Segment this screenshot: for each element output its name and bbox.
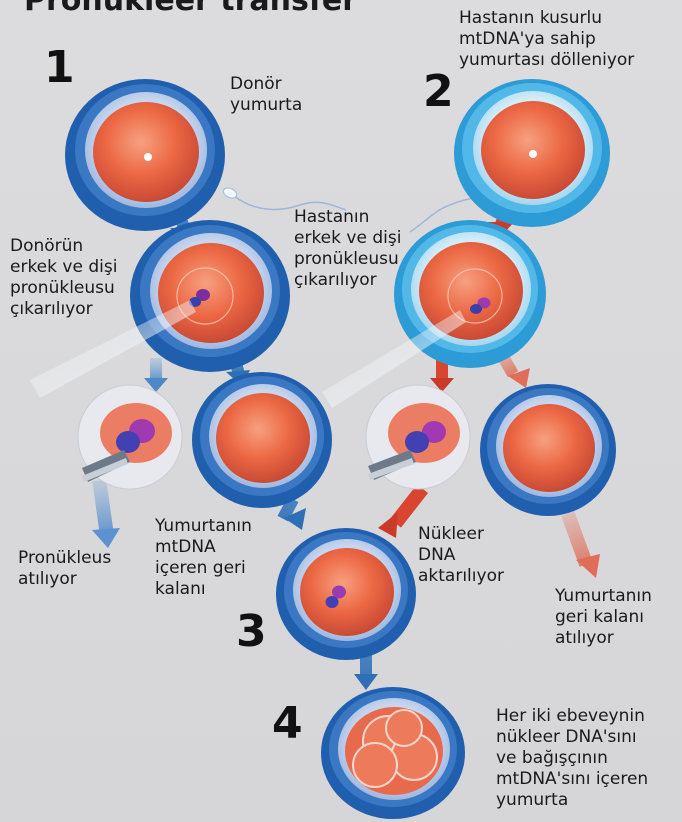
- arrow-donor-pronucleus-down: [144, 358, 168, 392]
- label-donor-pronuclei-removed: Donörün erkek ve dişi pronükleusu çıkarı…: [10, 236, 117, 320]
- final-embryo: [321, 687, 465, 819]
- step-2-number: 2: [423, 70, 454, 114]
- label-final-egg: Her iki ebeveynin nükleer DNA'sını ve ba…: [496, 706, 648, 811]
- label-donor-egg: Donör yumurta: [230, 74, 302, 116]
- donor-egg-remainder: [192, 372, 332, 508]
- label-egg-remainder-discarded: Yumurtanın geri kalanı atılıyor: [555, 586, 652, 649]
- diagram-title: Pronükleer transfer: [24, 0, 357, 16]
- label-egg-remainder-mtdna: Yumurtanın mtDNA içeren geri kalanı: [155, 516, 252, 600]
- arrow-remainder-discarded: [561, 511, 600, 578]
- arrow-pronucleus-discarded: [92, 479, 120, 548]
- step-3-number: 3: [236, 610, 267, 654]
- label-patient-egg: Hastanın kusurlu mtDNA'ya sahip yumurtas…: [459, 8, 634, 71]
- patient-egg-remainder: [480, 384, 616, 516]
- donor-pronucleus-magnified: [78, 385, 182, 489]
- label-nuclear-dna-transfer: Nükleer DNA aktarılıyor: [418, 524, 504, 587]
- reconstructed-egg: [276, 528, 416, 660]
- label-pronucleus-discarded: Pronükleus atılıyor: [18, 548, 111, 590]
- step-1-number: 1: [44, 46, 75, 90]
- step-4-number: 4: [272, 702, 303, 746]
- patient-pronucleus-magnified: [366, 385, 470, 489]
- label-patient-pronuclei-removed: Hastanın erkek ve dişi pronükleusu çıkar…: [294, 207, 401, 291]
- donor-egg: [65, 79, 225, 231]
- arrow-egg3-to-egg4: [354, 654, 378, 690]
- donor-egg-pronuclei-removal: [130, 220, 290, 372]
- patient-egg: [454, 79, 610, 227]
